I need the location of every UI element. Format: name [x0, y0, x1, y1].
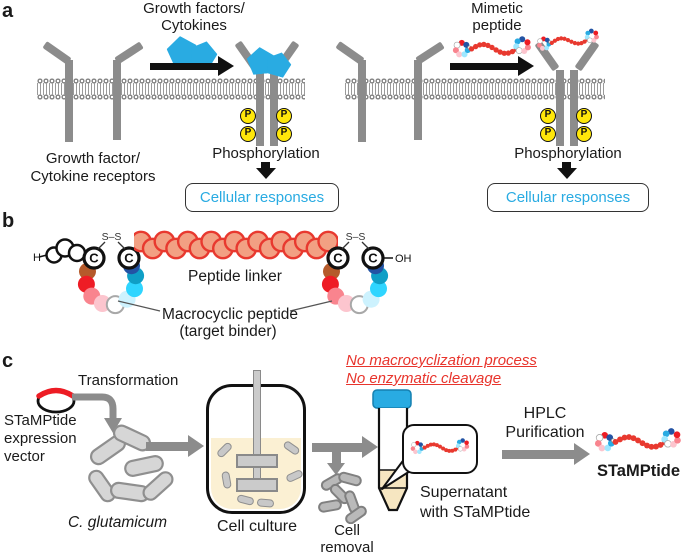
bacterium — [256, 498, 275, 508]
phosphorylation-label-right: Phosphorylation — [514, 145, 622, 162]
receptor-arm — [114, 41, 144, 65]
receptor-stem — [358, 60, 366, 142]
cellular-responses-box-right: Cellular responses — [487, 183, 649, 212]
cell-removal-branch-head — [327, 463, 345, 475]
binding-arrow — [450, 63, 518, 70]
down-arrow — [261, 162, 270, 168]
mimetic-title-line2: peptide — [472, 17, 522, 34]
peptide-linker-chain — [134, 230, 338, 260]
receptor-stem — [570, 70, 578, 146]
cell-membrane-right — [345, 78, 605, 100]
note-no-macrocyclization: No macrocyclization process — [346, 352, 537, 369]
growth-factors-title-line2: Cytokines — [161, 17, 227, 34]
binding-arrow-head — [518, 56, 534, 76]
supernatant-callout-bubble — [402, 424, 478, 474]
stirrer-shaft — [253, 370, 261, 488]
purified-stamptide-molecule — [594, 427, 682, 452]
cell-removal-branch — [332, 450, 341, 463]
cell-culture-label: Cell culture — [216, 518, 298, 535]
binding-arrow — [150, 63, 218, 70]
phosphate-badge: P — [540, 108, 556, 124]
receptor-arm — [415, 41, 445, 65]
vector-label-line2: expression — [4, 430, 77, 447]
panel-a-label: a — [2, 0, 14, 22]
vector-label-line3: vector — [4, 448, 45, 465]
panel-b-label: b — [2, 210, 15, 232]
macrocycle-left: H C C S–S — [33, 231, 145, 315]
cysteine-label: C — [89, 251, 99, 266]
phosphate-badge: P — [540, 126, 556, 142]
receptor-caption-line2: Cytokine receptors — [30, 168, 156, 185]
binding-arrow-head — [218, 56, 234, 76]
peptide-linker-label: Peptide linker — [188, 268, 282, 285]
phosphate-badge: P — [576, 108, 592, 124]
transformation-arrow — [72, 393, 122, 433]
receptor-arm — [42, 41, 72, 65]
stirrer-paddle — [236, 478, 278, 492]
stamptide-in-supernatant — [410, 437, 470, 455]
down-arrow-head — [256, 168, 276, 179]
hplc-label-line2: Purification — [505, 424, 585, 441]
panel-c-label: c — [2, 350, 14, 372]
phosphate-badge: P — [240, 108, 256, 124]
vector-label-line1: STaMPtide — [4, 412, 77, 429]
cysteine-label: C — [333, 251, 343, 266]
macrocycle-pointer-lines — [117, 300, 333, 312]
cysteine-label: C — [124, 251, 134, 266]
product-label: STaMPtide — [596, 462, 681, 480]
cysteine-label: C — [368, 251, 378, 266]
h-terminus: H — [33, 252, 41, 264]
oh-terminus: OH — [395, 253, 412, 265]
down-arrow — [562, 162, 571, 168]
receptor-stem — [256, 70, 264, 146]
receptor-stem — [65, 60, 73, 142]
cell-removal-label-line2: removal — [320, 539, 374, 556]
phosphorylation-label-left: Phosphorylation — [212, 145, 320, 162]
to-culture-arrow — [146, 442, 188, 451]
cellular-responses-box-left: Cellular responses — [185, 183, 339, 212]
mimetic-title-line1: Mimetic — [471, 0, 523, 17]
macrocycle-right: C C S–S OH — [321, 231, 412, 315]
receptor-caption-line1: Growth factor/ — [45, 150, 141, 167]
note-no-cleavage: No enzymatic cleavage — [346, 370, 502, 387]
macrocyclic-peptide-label-line1: Macrocyclic peptide — [161, 306, 299, 323]
to-tube-arrow-head — [362, 436, 378, 458]
stirrer-paddle — [236, 454, 278, 468]
phosphate-badge: P — [240, 126, 256, 142]
receptor-arm — [335, 41, 365, 65]
cell-removal-label-line1: Cell — [334, 522, 360, 539]
phosphate-badge: P — [276, 126, 292, 142]
growth-factors-title-line1: Growth factors/ — [143, 0, 245, 17]
bacteria-cluster — [88, 424, 174, 503]
expression-vector-plasmid — [36, 387, 76, 414]
hplc-label-line1: HPLC — [523, 405, 567, 422]
removed-cells-pile — [318, 471, 367, 524]
disulfide-bond-label: S–S — [346, 231, 366, 243]
hplc-arrow-head — [574, 443, 590, 465]
phosphate-badge: P — [576, 126, 592, 142]
supernatant-label-line2: with STaMPtide — [420, 504, 531, 521]
supernatant-label-line1: Supernatant — [420, 484, 508, 501]
organism-label: C. glutamicum — [67, 514, 168, 531]
down-arrow-head — [557, 168, 577, 179]
receptor-stem — [414, 60, 422, 140]
receptor-stem — [556, 70, 564, 146]
transformation-label: Transformation — [78, 372, 179, 389]
macrocyclic-peptide-label-line2: (target binder) — [179, 323, 277, 340]
cell-membrane-left — [37, 78, 305, 100]
phosphate-badge: P — [276, 108, 292, 124]
receptor-stem — [270, 70, 278, 146]
hplc-arrow — [502, 450, 574, 459]
to-tube-arrow — [312, 443, 362, 452]
disulfide-bond-label: S–S — [102, 231, 122, 243]
receptor-stem — [113, 60, 121, 140]
to-culture-arrow-head — [188, 435, 204, 457]
